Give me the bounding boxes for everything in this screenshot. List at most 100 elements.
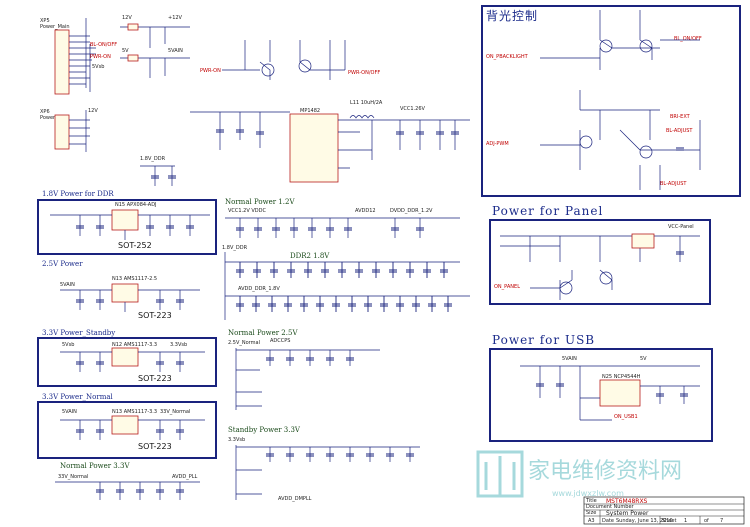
watermark-url: www.jdwxzlw.com: [552, 489, 624, 498]
decoupling-capacitor: [236, 296, 244, 312]
ddr-regulator-frame: [37, 199, 217, 255]
xp6-label: XP6: [40, 109, 50, 115]
decoupling-capacitor: [300, 296, 308, 312]
decoupling-capacitor: [406, 262, 414, 278]
12v-in: 12V: [122, 15, 132, 21]
decoupling-capacitor: [253, 262, 261, 278]
decoupling-capacitor: [428, 296, 436, 312]
decoupling-capacitor: [348, 296, 356, 312]
avdd12-net: AVDD12: [355, 208, 376, 214]
buck-ic-name: MP1482: [300, 108, 320, 114]
tb-sheet: 1: [684, 518, 687, 524]
l-ferrite-2: [127, 54, 139, 62]
pkg-sot223-c: SOT-223: [138, 442, 172, 451]
input-filter: 12V +12V 5V 5VAIN: [120, 15, 190, 78]
panel-power: VCC-Panel ON_PANEL: [494, 224, 700, 300]
ddr-regulator: N15 APX084-ADJ SOT-252: [50, 202, 210, 250]
standby-3v3-decoupling: 3.3Vsb AVDD_DMPLL: [228, 437, 420, 502]
dvdd-ddr-net: DVDD_DDR_1.2V: [390, 208, 433, 214]
adccps-net: ADCCPS: [270, 338, 290, 344]
3v3n-out: 33V_Normal: [160, 409, 190, 415]
tb-doc-title: System Power: [606, 510, 649, 517]
usb-5v: 5V: [640, 356, 647, 362]
decoupling-capacitor: [380, 296, 388, 312]
tb-of: 7: [720, 518, 723, 524]
3v3sb-in: 5Vsb: [62, 342, 74, 348]
section-panel-title: Power for Panel: [492, 204, 603, 218]
watermark: 家电维修资料网 www.jdwxzlw.com: [476, 450, 682, 498]
3v3sb-ic: [111, 347, 139, 367]
section-3v3sb-title: 3.3V Power_Standby: [42, 329, 115, 337]
bl-adjust-net-b: BL-ADJUST: [660, 181, 687, 187]
backlight-control: BL_ON/OFF ON_PBACKLIGHT BRI-EXT BL-ADJUS…: [486, 10, 702, 190]
3v3n-ic: [111, 415, 139, 435]
on-pbacklight-net: ON_PBACKLIGHT: [486, 54, 529, 60]
decoupling-capacitor: [304, 262, 312, 278]
section-normal-3v3-title: Normal Power 3.3V: [60, 462, 130, 470]
vcc-panel-net: VCC-Panel: [668, 224, 694, 230]
tb-of-label: of: [704, 518, 709, 524]
decoupling-capacitor: [321, 262, 329, 278]
usb-switch-ic: [599, 379, 641, 407]
section-ddr-title: 1.8V Power for DDR: [42, 190, 114, 198]
tb-sheet-label: Sheet: [662, 518, 676, 524]
normal-2v5-decoupling: 2.5V_Normal ADCCPS: [228, 338, 380, 410]
tb-title-label: Title: [585, 498, 597, 504]
ddr-enable: 1.8V_DDR: [140, 156, 176, 186]
section-3v3n-title: 3.3V Power_Normal: [42, 393, 114, 401]
tb-size: A3: [588, 518, 595, 524]
pkg-sot223-b: SOT-223: [138, 374, 172, 383]
decoupling-capacitor: [355, 262, 363, 278]
xp5-label: XP5: [40, 18, 50, 24]
1v8ddr-net: 1.8V_DDR: [140, 156, 166, 162]
inductor-label: L11 10uH/2A: [350, 100, 383, 106]
decoupling-capacitor: [270, 262, 278, 278]
avdd-ddr-net: AVDD_DDR_1.8V: [238, 286, 280, 292]
xp6-connector: [54, 114, 70, 150]
bri-ext-net: BRI-EXT: [670, 114, 691, 120]
decoupling-capacitor: [268, 296, 276, 312]
decoupling-capacitor: [316, 296, 324, 312]
adj-pwm-net: ADJ-PWM: [486, 141, 509, 147]
l-ferrite-1: [127, 23, 139, 31]
2v5-ic: [111, 283, 139, 303]
normal-3v3-decoupling: 33V_Normal AVDD_PLL: [55, 474, 200, 500]
regulator-2v5: N13 AMS1117-2.5 5VAIN SOT-223: [60, 276, 200, 320]
33v-normal-net: 33V_Normal: [58, 474, 88, 480]
vddc-net: VCC1.2V VDDC: [228, 208, 266, 214]
tb-doc-label: Document Number: [586, 504, 635, 510]
on-panel-net: ON_PANEL: [494, 284, 520, 290]
section-usb-title: Power for USB: [492, 333, 595, 347]
tb-date: Sunday, June 13, 2010: [616, 518, 673, 524]
section-ddr2-title: DDR2 1.8V: [290, 252, 330, 260]
regulator-3v3-standby: N12 AMS1117-3.3 5Vsb 3.3Vsb SOT-223: [60, 342, 205, 383]
usb-frame: [489, 348, 713, 442]
12v-plus-out: +12V: [168, 15, 183, 21]
buck-ic: [289, 113, 339, 183]
pkg-sot252: SOT-252: [118, 241, 152, 250]
power-main-label: Power_Main: [40, 24, 70, 30]
section-normal-2v5-title: Normal Power 2.5V: [228, 329, 298, 337]
section-standby-3v3-title: Standby Power 3.3V: [228, 426, 301, 434]
2v5-in: 5VAIN: [60, 282, 75, 288]
panel-frame: [489, 219, 711, 305]
usb-5vain: 5VAIN: [562, 356, 577, 362]
2v5-ic-name: N13 AMS1117-2.5: [112, 276, 157, 282]
tb-size-label: Size: [586, 510, 596, 516]
decoupling-capacitor: [423, 262, 431, 278]
3v3n-frame: [37, 401, 217, 459]
avdd-pll-net: AVDD_PLL: [172, 474, 198, 480]
ddr2-decoupling: 1.8V_DDR AVDD_DDR_1.8V: [222, 245, 470, 320]
ddr-ic: [111, 209, 139, 231]
normal-1v2-decoupling: VCC1.2V VDDC AVDD12 DVDD_DDR_1.2V: [225, 208, 460, 238]
1v8ddr-net-b: 1.8V_DDR: [222, 245, 248, 251]
decoupling-capacitor: [332, 296, 340, 312]
3v3sb-net-b: 3.3Vsb: [228, 437, 245, 443]
12v-sub: 12V: [88, 108, 98, 114]
connector-block: XP5 Power_Main BL-ON/OFF PWR-ON 5Vsb XP6…: [40, 18, 117, 152]
pwr-on-net: PWR-ON: [200, 68, 221, 74]
3v3sb-out: 3.3Vsb: [170, 342, 187, 348]
decoupling-capacitor: [284, 296, 292, 312]
watermark-brand: 家电维修资料网: [528, 459, 682, 484]
